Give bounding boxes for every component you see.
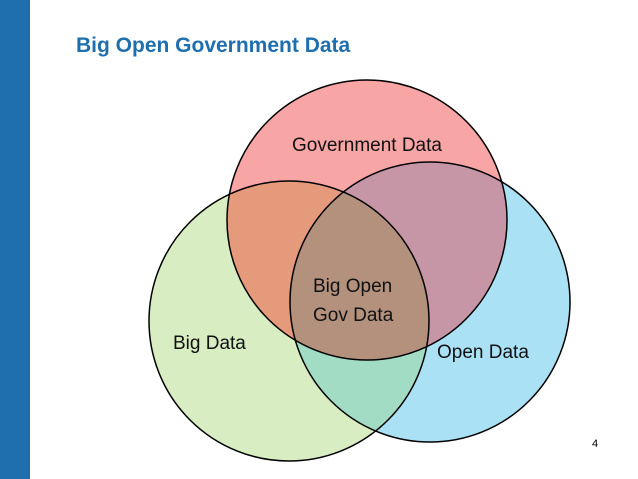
government-data-label: Government Data <box>292 135 442 156</box>
intersection-label-line2: Gov Data <box>313 305 394 326</box>
government-data-outline <box>226 79 508 361</box>
intersection-label-line1: Big Open <box>313 276 392 297</box>
triple-overlap <box>290 181 429 360</box>
page-number: 4 <box>592 438 599 450</box>
open-data-outline <box>289 161 571 443</box>
big-data-outline <box>148 180 430 462</box>
open-data-label: Open Data <box>437 342 529 363</box>
big-data-label: Big Data <box>173 333 246 354</box>
accent-bar <box>0 0 30 479</box>
slide-title: Big Open Government Data <box>76 34 351 57</box>
